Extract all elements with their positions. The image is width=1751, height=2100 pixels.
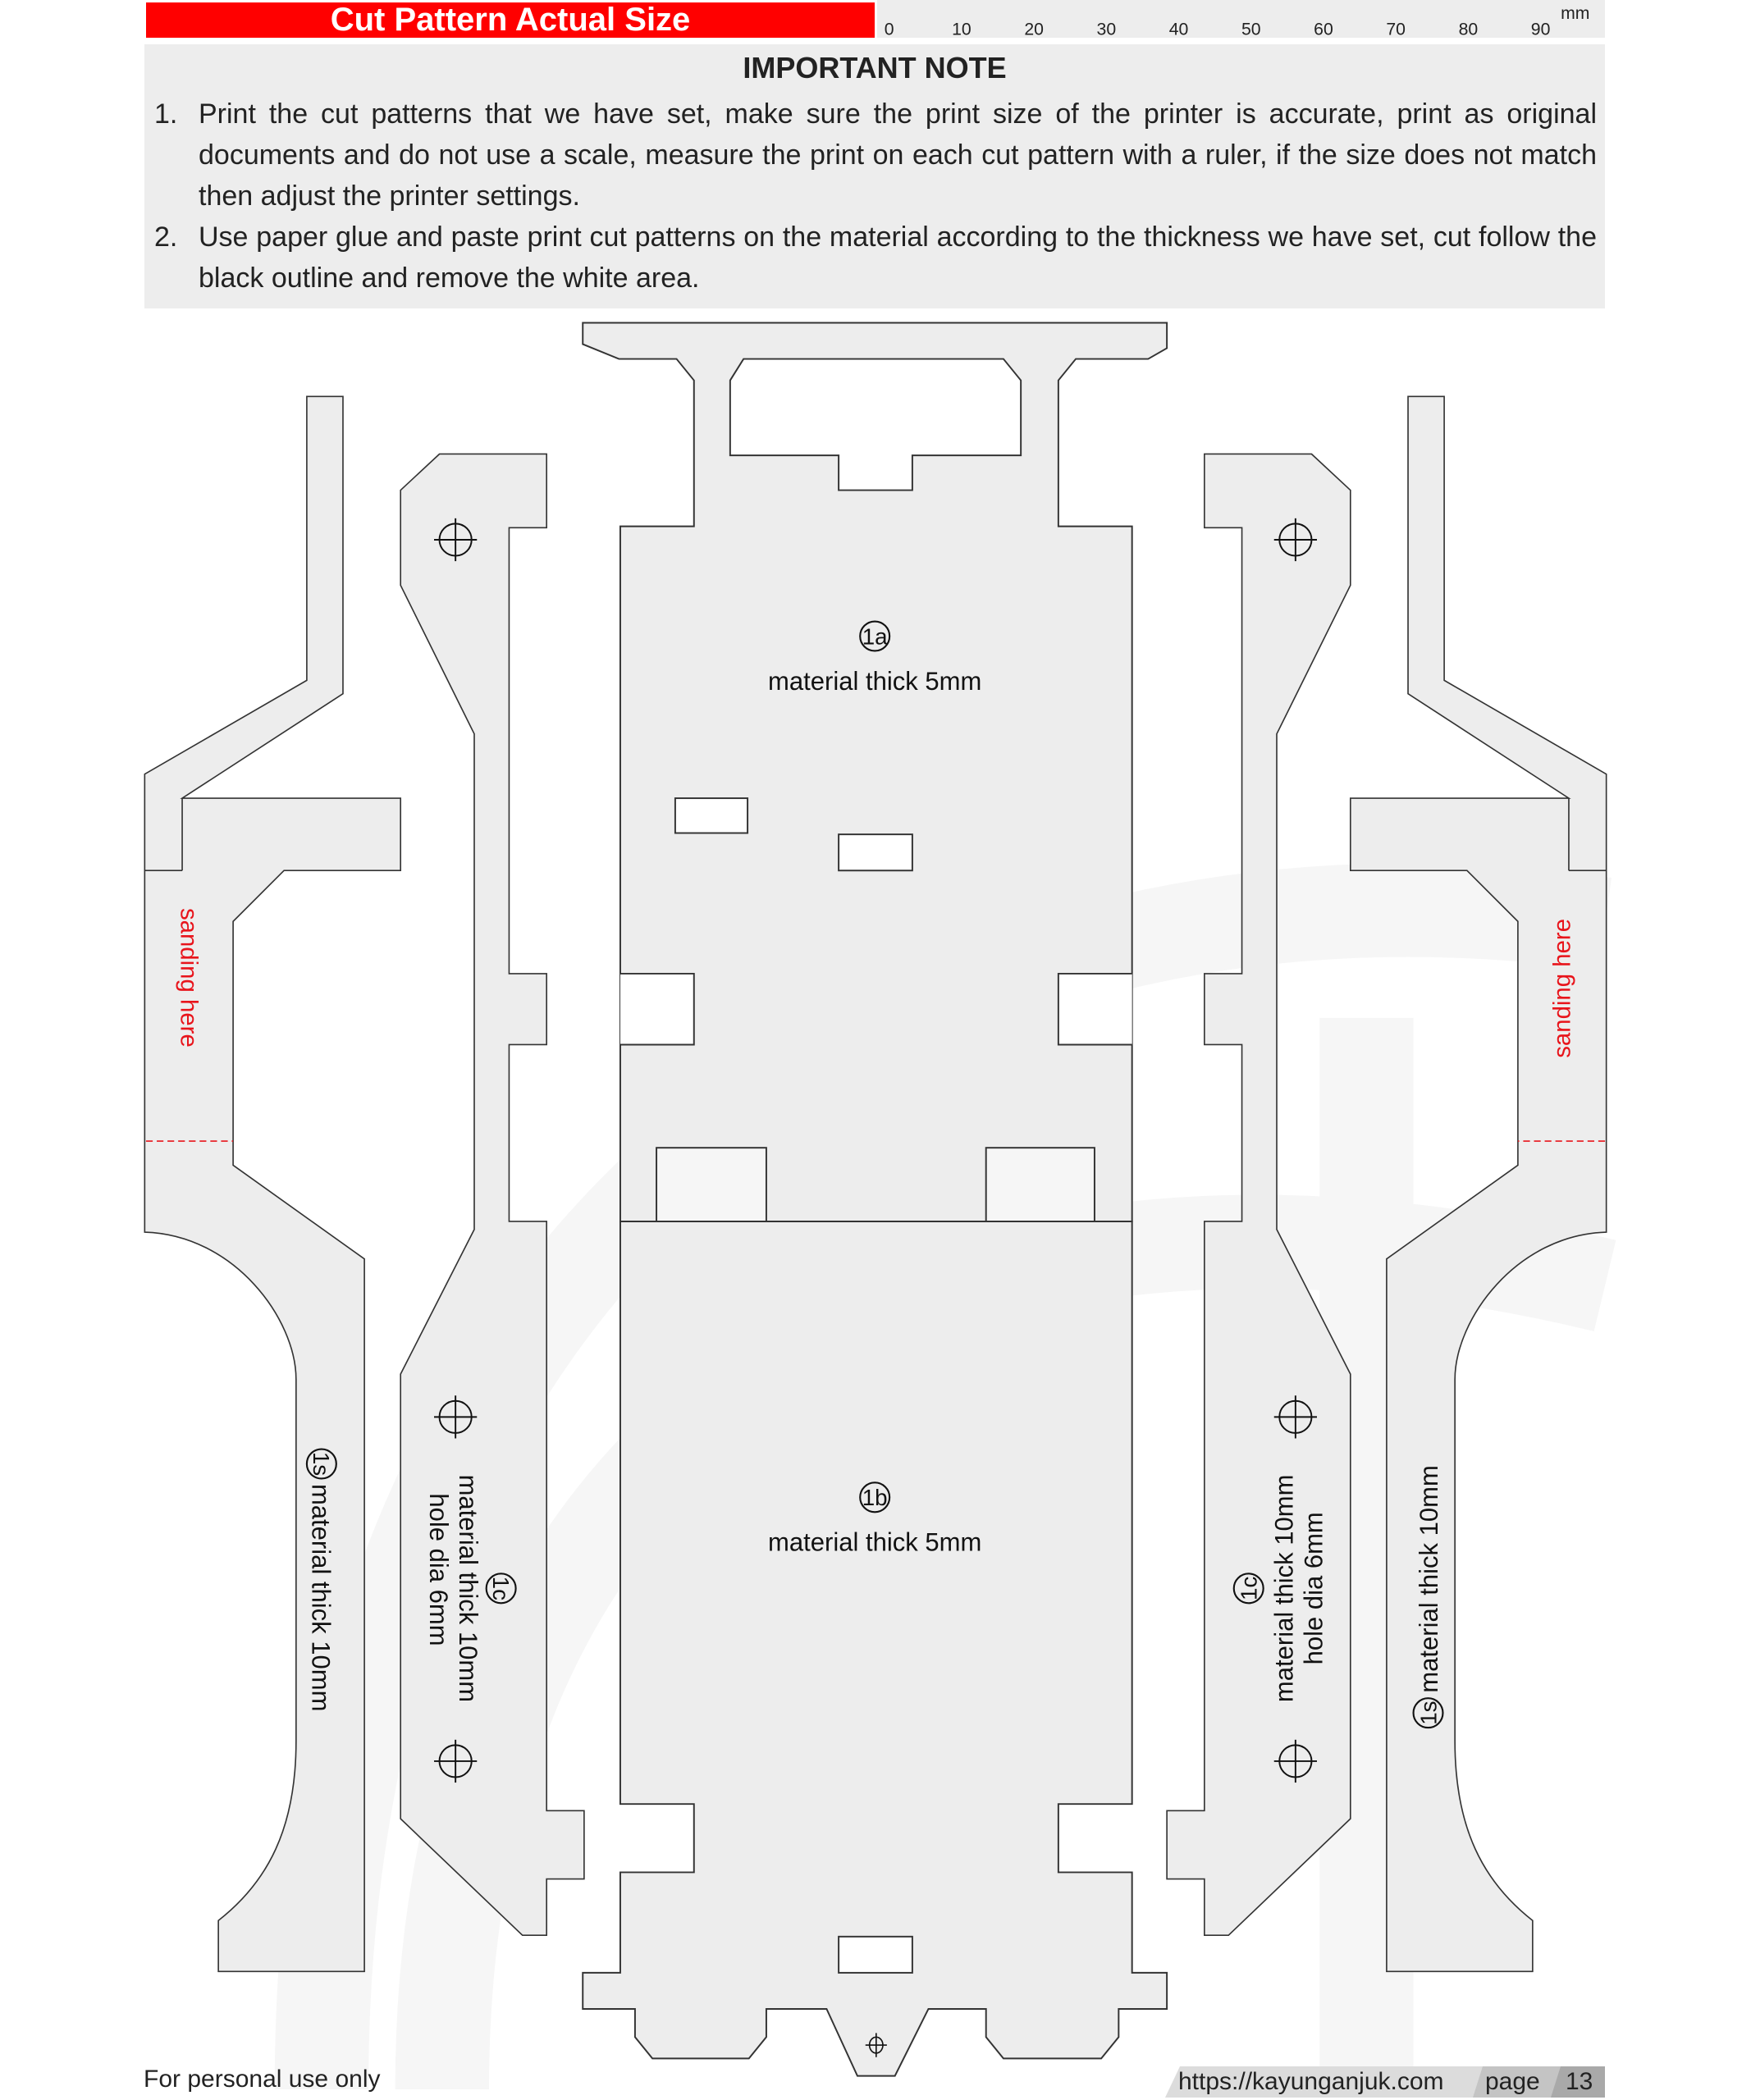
piece-label-1c-right-hole: hole dia 6mm <box>1300 1512 1328 1664</box>
piece-id-1s-right: 1s <box>1415 1701 1441 1725</box>
note-text: Use paper glue and paste print cut patte… <box>199 221 1597 294</box>
ruler-tick-label: 50 <box>1241 21 1261 38</box>
ruler-tick-label: 60 <box>1314 21 1333 38</box>
ruler-tick-label: 10 <box>952 21 972 38</box>
piece-id-circle <box>1232 1573 1264 1605</box>
footer-disclaimer: For personal use only <box>144 2066 381 2093</box>
sanding-label-left: sanding here <box>175 908 202 1048</box>
piece-id-1s-left: 1s <box>309 1452 334 1476</box>
footer-url-link[interactable]: https://kayunganjuk.com <box>1178 2068 1444 2095</box>
footer-page-label: page <box>1485 2068 1540 2095</box>
piece-id-circle <box>859 1481 891 1513</box>
hole-marker-icon <box>434 518 478 562</box>
slot-cutout <box>838 1935 913 1974</box>
slot-cutout <box>674 797 749 834</box>
hole-marker-icon <box>1273 518 1317 562</box>
ruler-tick-label: 20 <box>1024 21 1044 38</box>
cutout <box>729 358 1022 491</box>
piece-label-1s-left: material thick 10mm <box>306 1484 335 1711</box>
hole-marker-icon <box>434 1395 478 1439</box>
ruler-tick-label: 40 <box>1169 21 1189 38</box>
piece-id-circle <box>859 620 891 652</box>
tab-cutout <box>656 1147 767 1222</box>
piece-1b: 1b material thick 5mm <box>582 1221 1168 2077</box>
note-title: IMPORTANT NOTE <box>743 51 1007 84</box>
piece-id-1c-left: 1c <box>488 1577 514 1600</box>
piece-1c-left: 1c material thick 10mm hole dia 6mm <box>400 453 585 1936</box>
note-item: 1. Print the cut patterns that we have s… <box>144 94 1597 217</box>
hole-marker-icon <box>1273 1395 1317 1439</box>
footer-page-number: 13 <box>1566 2068 1593 2095</box>
note-number: 2. <box>154 221 178 253</box>
hole-marker-icon <box>865 2033 887 2057</box>
note-list: 1. Print the cut patterns that we have s… <box>144 94 1597 299</box>
piece-1a: 1a material thick 5mm <box>582 322 1168 1222</box>
piece-1s-right <box>1349 395 1607 1973</box>
ruler-tick-label: 30 <box>1097 21 1117 38</box>
ruler-tick-label: 80 <box>1459 21 1479 38</box>
note-item: 2. Use paper glue and paste print cut pa… <box>144 217 1597 299</box>
ruler-tick-label: 90 <box>1531 21 1551 38</box>
hole-marker-icon <box>434 1739 478 1783</box>
piece-id-1a: 1a <box>862 623 888 649</box>
piece-id-1b: 1b <box>862 1485 888 1510</box>
piece-id-circle <box>305 1448 337 1480</box>
ruler-tick-label: 0 <box>885 21 894 38</box>
footer-number-background <box>1551 2066 1605 2098</box>
note-number: 1. <box>154 98 178 130</box>
tab-cutout <box>985 1147 1095 1222</box>
piece-label-1b: material thick 5mm <box>768 1528 981 1557</box>
piece-label-1s-right: material thick 10mm <box>1415 1465 1443 1692</box>
ruler-unit: mm <box>1561 4 1589 23</box>
important-note: IMPORTANT NOTE 1. Print the cut patterns… <box>144 44 1605 308</box>
hole-marker-icon <box>1273 1739 1317 1783</box>
slot-cutout <box>838 833 913 872</box>
sanding-label-right: sanding here <box>1549 919 1576 1058</box>
piece-label-1c-left-hole: hole dia 6mm <box>424 1493 453 1646</box>
page-title: Cut Pattern Actual Size <box>146 2 875 38</box>
piece-label-1c-left-thickness: material thick 10mm <box>454 1475 482 1702</box>
footer-page-info: https://kayunganjuk.com page 13 <box>1165 2066 1605 2098</box>
piece-1c-right <box>1166 453 1351 1936</box>
piece-id-1c-right: 1c <box>1237 1577 1262 1600</box>
piece-id-circle <box>485 1573 517 1605</box>
mm-ruler: 0 10 20 30 40 50 60 70 80 90 mm <box>877 0 1605 38</box>
ruler-tick-label: 70 <box>1386 21 1406 38</box>
piece-1s-left: sanding here 1s material thick 10mm <box>144 395 402 1973</box>
piece-id-circle <box>1412 1697 1444 1729</box>
piece-label-1a: material thick 5mm <box>768 667 981 696</box>
piece-label-1c-right-thickness: material thick 10mm <box>1270 1475 1299 1702</box>
note-text: Print the cut patterns that we have set,… <box>199 98 1597 212</box>
